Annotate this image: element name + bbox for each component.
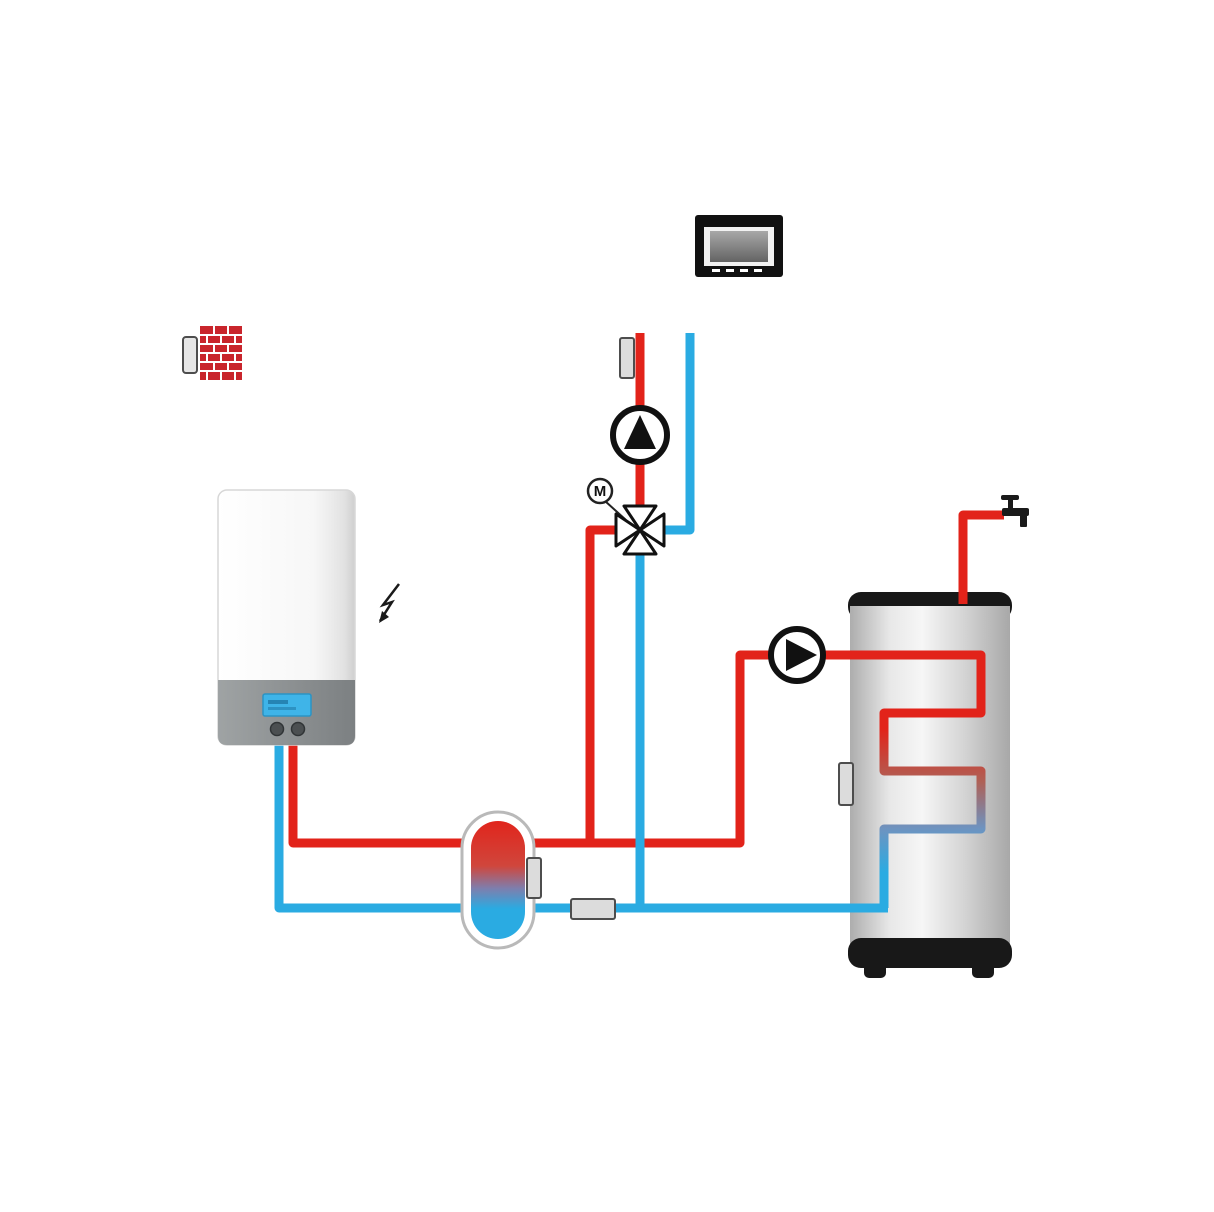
motorized-mixing-valve: M [586, 477, 666, 556]
storage-tank [848, 592, 1012, 978]
heating-circulation-pump [610, 405, 670, 465]
hot-water-tap [1001, 495, 1029, 527]
tap-stem [1008, 500, 1013, 510]
room-controller [695, 215, 783, 277]
separator-core [471, 821, 525, 939]
valve-port-top [622, 504, 658, 532]
tank-bottom-cap [848, 938, 1012, 968]
tap-spout [1020, 514, 1027, 527]
pump-flow-arrow-up [624, 415, 656, 449]
cold-pipes [274, 333, 888, 913]
separator-sensor [526, 857, 542, 899]
outdoor-sensor-on-brick-wall [182, 326, 242, 380]
tank-temperature-sensor [838, 762, 854, 806]
tank-loading-pump [768, 626, 826, 684]
boiler-return-pipe [274, 741, 470, 913]
hot-water-outlet-pipe [958, 510, 1004, 604]
tank-heating-coil [852, 650, 986, 908]
tap-handle [1001, 495, 1019, 500]
lightning-arrowhead [379, 611, 389, 623]
valve-port-left [614, 512, 642, 548]
controller-screen [710, 231, 768, 262]
outdoor-sensor [182, 336, 198, 374]
flow-temperature-sensor [619, 337, 635, 379]
wall-boiler [217, 489, 356, 746]
sensors [526, 337, 854, 920]
separator-to-tank-supply-pipe [524, 650, 854, 848]
valve-motor [586, 477, 614, 505]
boiler-knob-right [290, 721, 306, 737]
boiler-knob-left [269, 721, 285, 737]
controller-buttons [712, 269, 762, 272]
boiler-display-line [268, 707, 296, 710]
valve-branch-pipe [585, 525, 640, 843]
return-pipe-sensor [570, 898, 616, 920]
valve-motor-label: M [594, 483, 607, 500]
boiler-supply-pipe [288, 741, 470, 848]
valve-cross [614, 504, 666, 556]
power-supply-arrow [378, 583, 400, 623]
boiler-display-digits [268, 700, 288, 704]
valve-port-right [638, 512, 666, 548]
heating-return-riser-pipe [660, 333, 695, 535]
valve-port-bottom [622, 528, 658, 556]
hydraulic-separator [460, 810, 536, 950]
brick-mortar-lines [200, 326, 242, 380]
pump-flow-arrow-right [786, 639, 817, 671]
boiler-display [262, 693, 312, 717]
lightning-icon [378, 583, 400, 622]
